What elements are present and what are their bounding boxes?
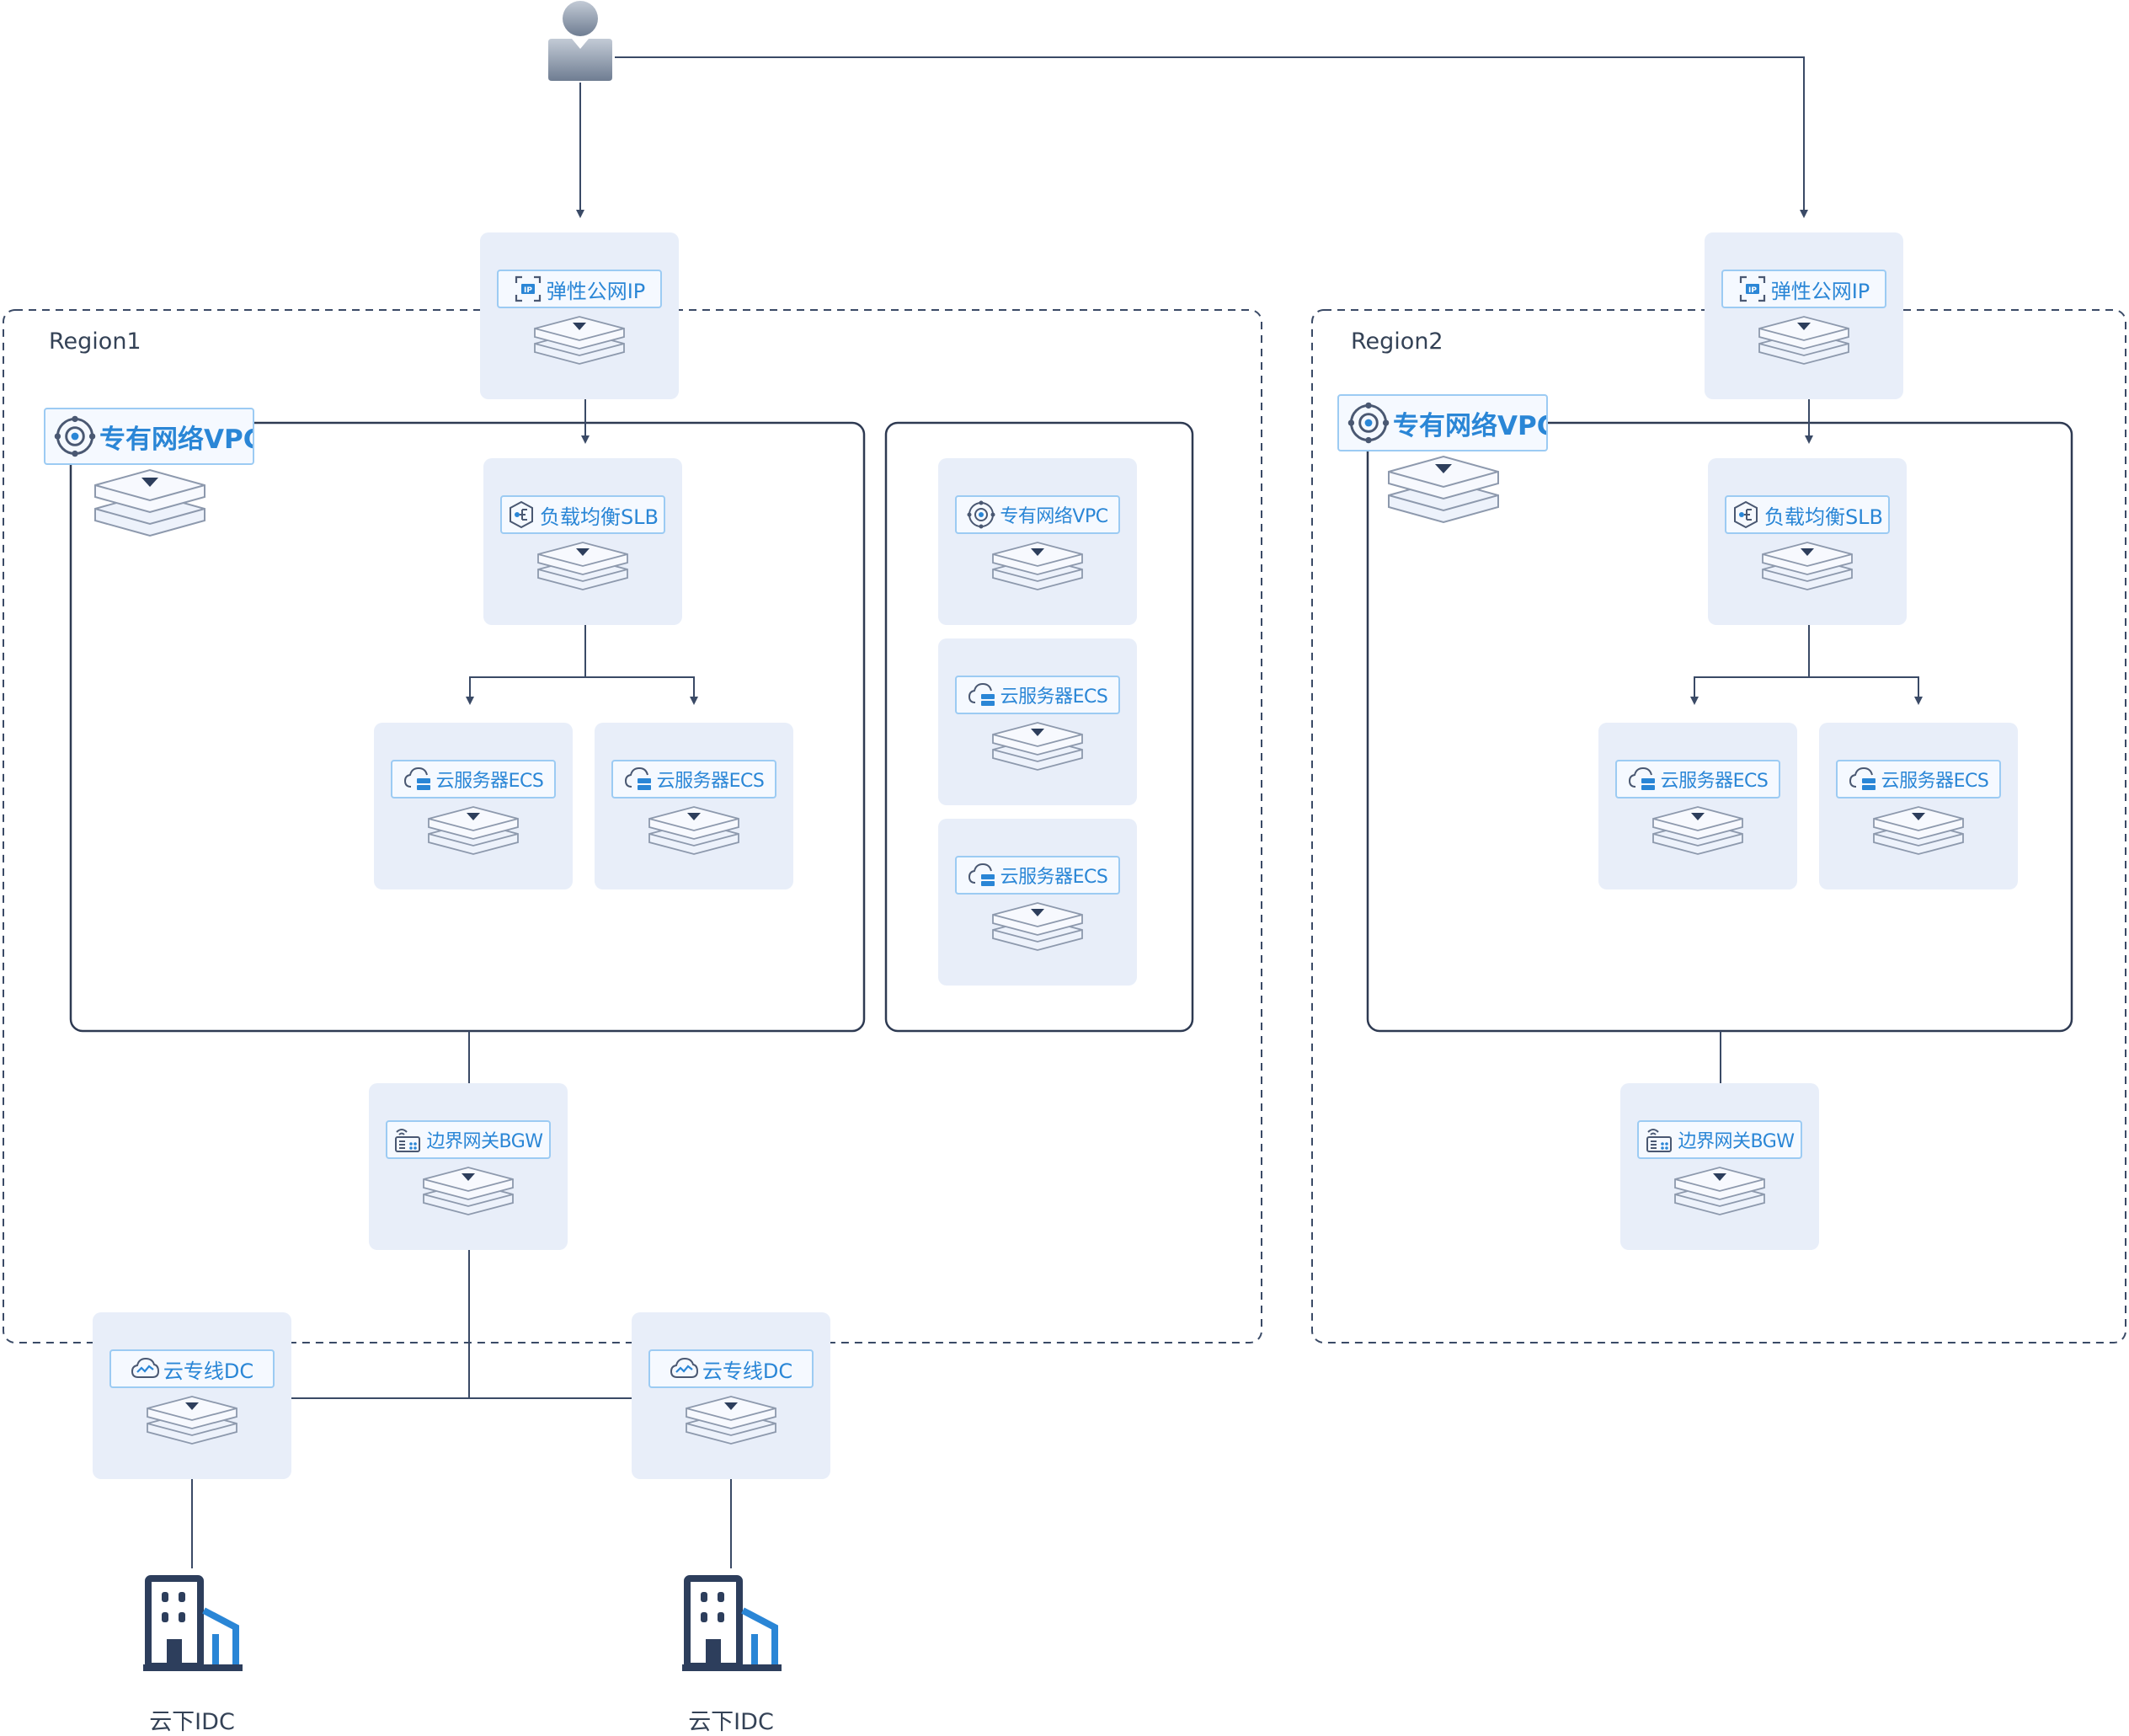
dc-label: 云专线DC: [163, 1359, 254, 1383]
region2-vpc-tag[interactable]: 专有网络VPC: [1337, 394, 1548, 451]
ecs-icon: [403, 767, 430, 790]
ecs-card-side-b[interactable]: 云服务器ECS: [938, 819, 1137, 986]
ecs-tag: 云服务器ECS: [391, 760, 556, 799]
layer-stack-icon: [534, 316, 625, 365]
vpc-card-side[interactable]: 专有网络VPC: [938, 458, 1137, 625]
ecs-label: 云服务器ECS: [1000, 686, 1108, 708]
slb-label: 负载均衡SLB: [1763, 505, 1884, 529]
ecs-tag: 云服务器ECS: [611, 760, 776, 799]
layer-stack-icon: [1873, 806, 1964, 855]
slb-icon: [1733, 500, 1758, 529]
layer-stack-icon: [686, 1396, 776, 1445]
ecs-icon: [968, 682, 995, 706]
layer-stack-icon: [648, 806, 739, 855]
layer-stack-icon: [1674, 1167, 1765, 1215]
dc-card-a[interactable]: 云专线DC: [93, 1312, 291, 1479]
slb-tag: 负载均衡SLB: [1725, 495, 1890, 534]
bgw-icon: [395, 1129, 421, 1152]
vpc-tag: 专有网络VPC: [955, 495, 1120, 534]
bgw-card-region2[interactable]: 边界网关BGW: [1620, 1083, 1819, 1250]
ecs-tag: 云服务器ECS: [955, 676, 1120, 714]
svg-text:IP: IP: [524, 286, 532, 295]
region1-vpc-tag[interactable]: 专有网络VPC: [44, 408, 254, 465]
ecs-card-side-a[interactable]: 云服务器ECS: [938, 638, 1137, 805]
bgw-card-region1[interactable]: 边界网关BGW: [369, 1083, 568, 1250]
ecs-card-region2-b[interactable]: 云服务器ECS: [1819, 723, 2018, 889]
layer-stack-icon: [1652, 806, 1743, 855]
svg-text:IP: IP: [1748, 286, 1757, 295]
ecs-label: 云服务器ECS: [656, 771, 765, 792]
layer-stack-icon: [537, 542, 628, 590]
region2-label: Region2: [1351, 329, 1443, 355]
slb-tag: 负载均衡SLB: [500, 495, 665, 534]
ecs-icon: [968, 863, 995, 886]
dc-icon: [670, 1357, 698, 1378]
ecs-icon: [624, 767, 651, 790]
region1-label: Region1: [49, 329, 141, 355]
ecs-tag: 云服务器ECS: [955, 856, 1120, 895]
ecs-label: 云服务器ECS: [1881, 771, 1989, 792]
slb-label: 负载均衡SLB: [539, 505, 659, 529]
bgw-tag: 边界网关BGW: [1637, 1120, 1802, 1159]
idc-label-b: 云下IDC: [688, 1709, 774, 1735]
layer-stack-icon: [992, 902, 1083, 951]
layer-stack-icon: [1758, 316, 1849, 365]
slb-icon: [509, 500, 533, 529]
building-icon: [682, 1575, 782, 1671]
layer-stack-icon: [992, 542, 1083, 590]
connector-slb1-ecs2: [585, 676, 698, 705]
connector-user-eip2: [615, 56, 1808, 218]
region1-side-container: [884, 421, 1194, 1033]
ecs-tag: 云服务器ECS: [1836, 760, 2001, 799]
eip-card-region2[interactable]: IP 弹性公网IP: [1705, 232, 1903, 399]
dc-tag: 云专线DC: [648, 1349, 814, 1388]
ecs-card-region1-a[interactable]: 云服务器ECS: [374, 723, 573, 889]
eip-tag: IP 弹性公网IP: [497, 270, 662, 308]
slb-card-region2[interactable]: 负载均衡SLB: [1708, 458, 1907, 625]
building-icon: [143, 1575, 243, 1671]
bgw-icon: [1646, 1129, 1673, 1152]
idc-label-a: 云下IDC: [149, 1709, 235, 1735]
layer-stack-icon: [94, 468, 205, 537]
layer-stack-icon: [1388, 455, 1499, 524]
region1-vpc-container: [69, 421, 866, 1033]
eip-card-region1[interactable]: IP 弹性公网IP: [480, 232, 679, 399]
eip-label: 弹性公网IP: [546, 279, 646, 303]
eip-icon: IP: [1739, 275, 1765, 302]
ecs-card-region2-a[interactable]: 云服务器ECS: [1598, 723, 1797, 889]
eip-tag: IP 弹性公网IP: [1721, 270, 1886, 308]
vpc-icon: [967, 500, 995, 529]
vpc-label: 专有网络VPC: [99, 424, 254, 455]
dc-card-b[interactable]: 云专线DC: [632, 1312, 830, 1479]
layer-stack-icon: [147, 1396, 237, 1445]
ecs-card-region1-b[interactable]: 云服务器ECS: [595, 723, 793, 889]
dc-tag: 云专线DC: [109, 1349, 275, 1388]
eip-label: 弹性公网IP: [1770, 279, 1870, 303]
bgw-tag: 边界网关BGW: [386, 1120, 551, 1159]
slb-card-region1[interactable]: 负载均衡SLB: [483, 458, 682, 625]
vpc-label: 专有网络VPC: [1393, 410, 1548, 441]
vpc-label: 专有网络VPC: [1000, 506, 1108, 527]
dc-label: 云专线DC: [702, 1359, 793, 1383]
connector-slb2-ecs2: [1809, 676, 1923, 705]
ecs-label: 云服务器ECS: [1000, 867, 1108, 888]
bgw-label: 边界网关BGW: [1678, 1131, 1795, 1152]
bgw-label: 边界网关BGW: [426, 1131, 543, 1152]
layer-stack-icon: [423, 1167, 514, 1215]
eip-icon: IP: [515, 275, 541, 302]
ecs-icon: [1628, 767, 1655, 790]
dc-icon: [131, 1357, 159, 1378]
layer-stack-icon: [428, 806, 519, 855]
ecs-icon: [1849, 767, 1876, 790]
vpc-icon: [1347, 402, 1390, 444]
layer-stack-icon: [1762, 542, 1853, 590]
ecs-tag: 云服务器ECS: [1615, 760, 1780, 799]
ecs-label: 云服务器ECS: [435, 771, 544, 792]
vpc-icon: [54, 415, 96, 457]
ecs-label: 云服务器ECS: [1660, 771, 1769, 792]
layer-stack-icon: [992, 722, 1083, 771]
user-icon: [548, 1, 612, 81]
connector-slb2-ecs: [1690, 625, 1810, 705]
connector-slb1-ecs: [466, 625, 586, 705]
